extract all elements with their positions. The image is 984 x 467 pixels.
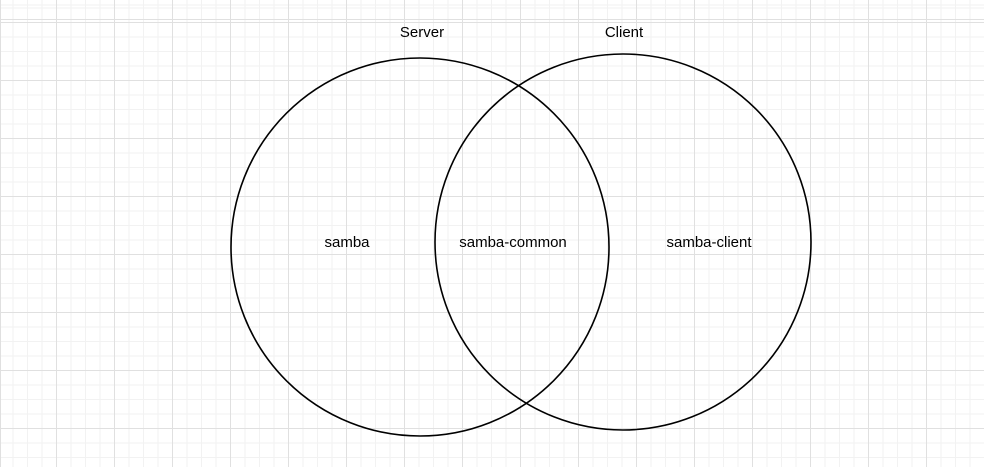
- intersection-region-label[interactable]: samba-common: [459, 234, 567, 251]
- client-set-title[interactable]: Client: [604, 24, 644, 41]
- client-only-region-label[interactable]: samba-client: [666, 234, 752, 251]
- client-circle[interactable]: [434, 53, 812, 431]
- server-set-title[interactable]: Server: [399, 24, 445, 41]
- server-only-region-label[interactable]: samba: [324, 234, 370, 251]
- server-circle[interactable]: [230, 57, 610, 437]
